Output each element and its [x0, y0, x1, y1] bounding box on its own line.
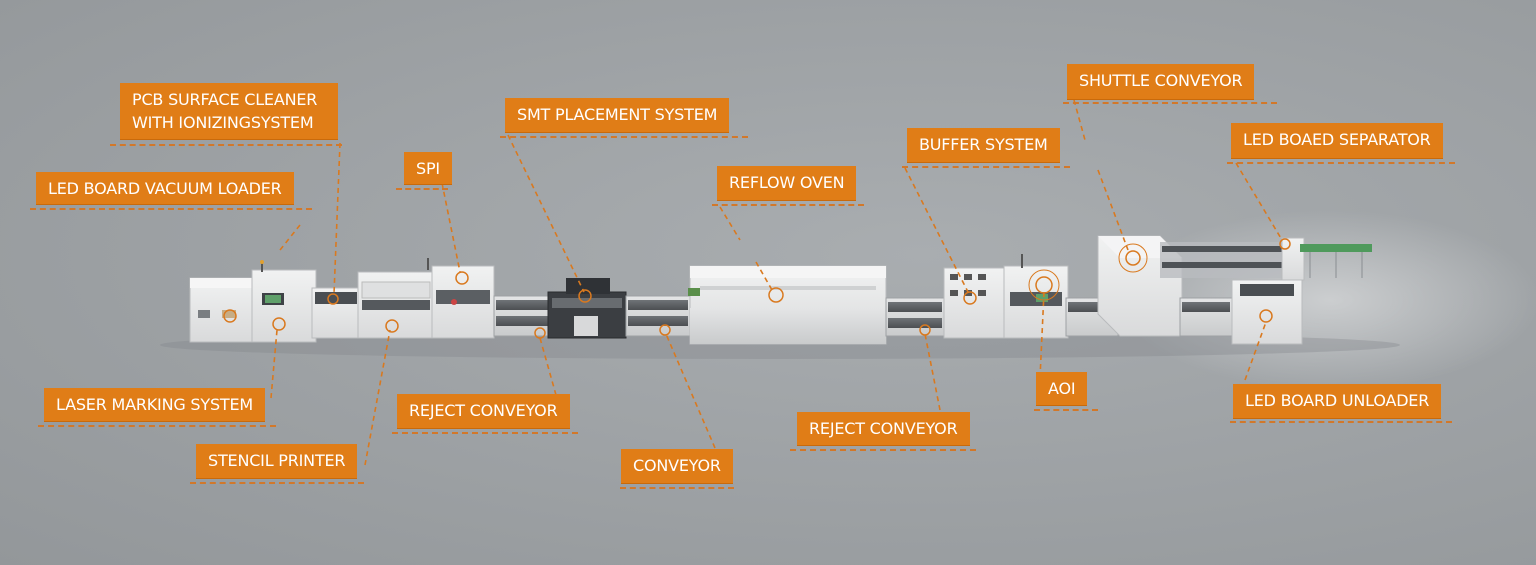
label-pcb-surface-cleaner: PCB SURFACE CLEANER WITH IONIZINGSYSTEM	[120, 83, 338, 140]
underline-unloader	[1230, 421, 1452, 423]
pcb-cleaner-machine	[311, 287, 361, 339]
target-markers	[223, 238, 1291, 339]
label-led-board-vacuum-loader: LED BOARD VACUUM LOADER	[36, 172, 294, 205]
label-reject-conveyor-2: REJECT CONVEYOR	[797, 412, 970, 446]
label-reject-conveyor-1: REJECT CONVEYOR	[397, 394, 570, 429]
vacuum-loader-machine	[251, 260, 317, 343]
underline-reject-1	[392, 432, 578, 434]
label-conveyor: CONVEYOR	[621, 449, 733, 484]
underline-separator	[1227, 162, 1455, 164]
underline-vacuum-loader	[30, 208, 312, 210]
label-aoi: AOI	[1036, 372, 1088, 406]
reject-conveyor-1-machine	[493, 295, 551, 337]
underline-shuttle	[1063, 102, 1277, 104]
underline-conveyor	[620, 487, 734, 489]
conveyor-machine	[625, 295, 691, 337]
stencil-printer-machine	[357, 271, 435, 339]
reject-conveyor-2-machine	[885, 297, 945, 337]
leader-lines	[270, 99, 1283, 466]
led-unloader-machine	[1231, 279, 1303, 345]
label-led-board-unloader: LED BOARD UNLOADER	[1233, 384, 1442, 419]
label-smt-placement-system: SMT PLACEMENT SYSTEM	[505, 98, 730, 133]
laser-marking-machine	[189, 277, 253, 343]
label-spi: SPI	[404, 152, 452, 185]
underline-aoi	[1034, 409, 1098, 411]
reflow-oven-machine	[688, 265, 887, 345]
underline-spi	[396, 188, 448, 190]
underline-buffer	[902, 166, 1070, 168]
underline-stencil	[190, 482, 364, 484]
underline-smt	[500, 136, 748, 138]
separator-rail	[1160, 242, 1290, 278]
label-reflow-oven: REFLOW OVEN	[717, 166, 857, 201]
underline-laser	[38, 425, 276, 427]
label-laser-marking-system: LASER MARKING SYSTEM	[44, 388, 266, 422]
label-stencil-printer: STENCIL PRINTER	[196, 444, 358, 479]
smt-placement-machine	[547, 278, 627, 339]
label-led-board-separator: LED BOAED SEPARATOR	[1231, 123, 1443, 159]
underline-reflow	[712, 204, 864, 206]
buffer-system-machine	[943, 267, 1005, 339]
spi-machine	[427, 258, 495, 339]
underline-pcb-cleaner	[110, 144, 342, 146]
label-pcb-surface-cleaner-line1: PCB SURFACE CLEANER	[132, 90, 318, 109]
label-shuttle-conveyor: SHUTTLE CONVEYOR	[1067, 64, 1255, 100]
conveyor-module-3	[1179, 297, 1233, 337]
label-buffer-system: BUFFER SYSTEM	[907, 128, 1060, 163]
label-pcb-surface-cleaner-line2: WITH IONIZINGSYSTEM	[132, 113, 314, 132]
underline-reject-2	[790, 449, 976, 451]
aoi-machine	[1003, 254, 1069, 339]
